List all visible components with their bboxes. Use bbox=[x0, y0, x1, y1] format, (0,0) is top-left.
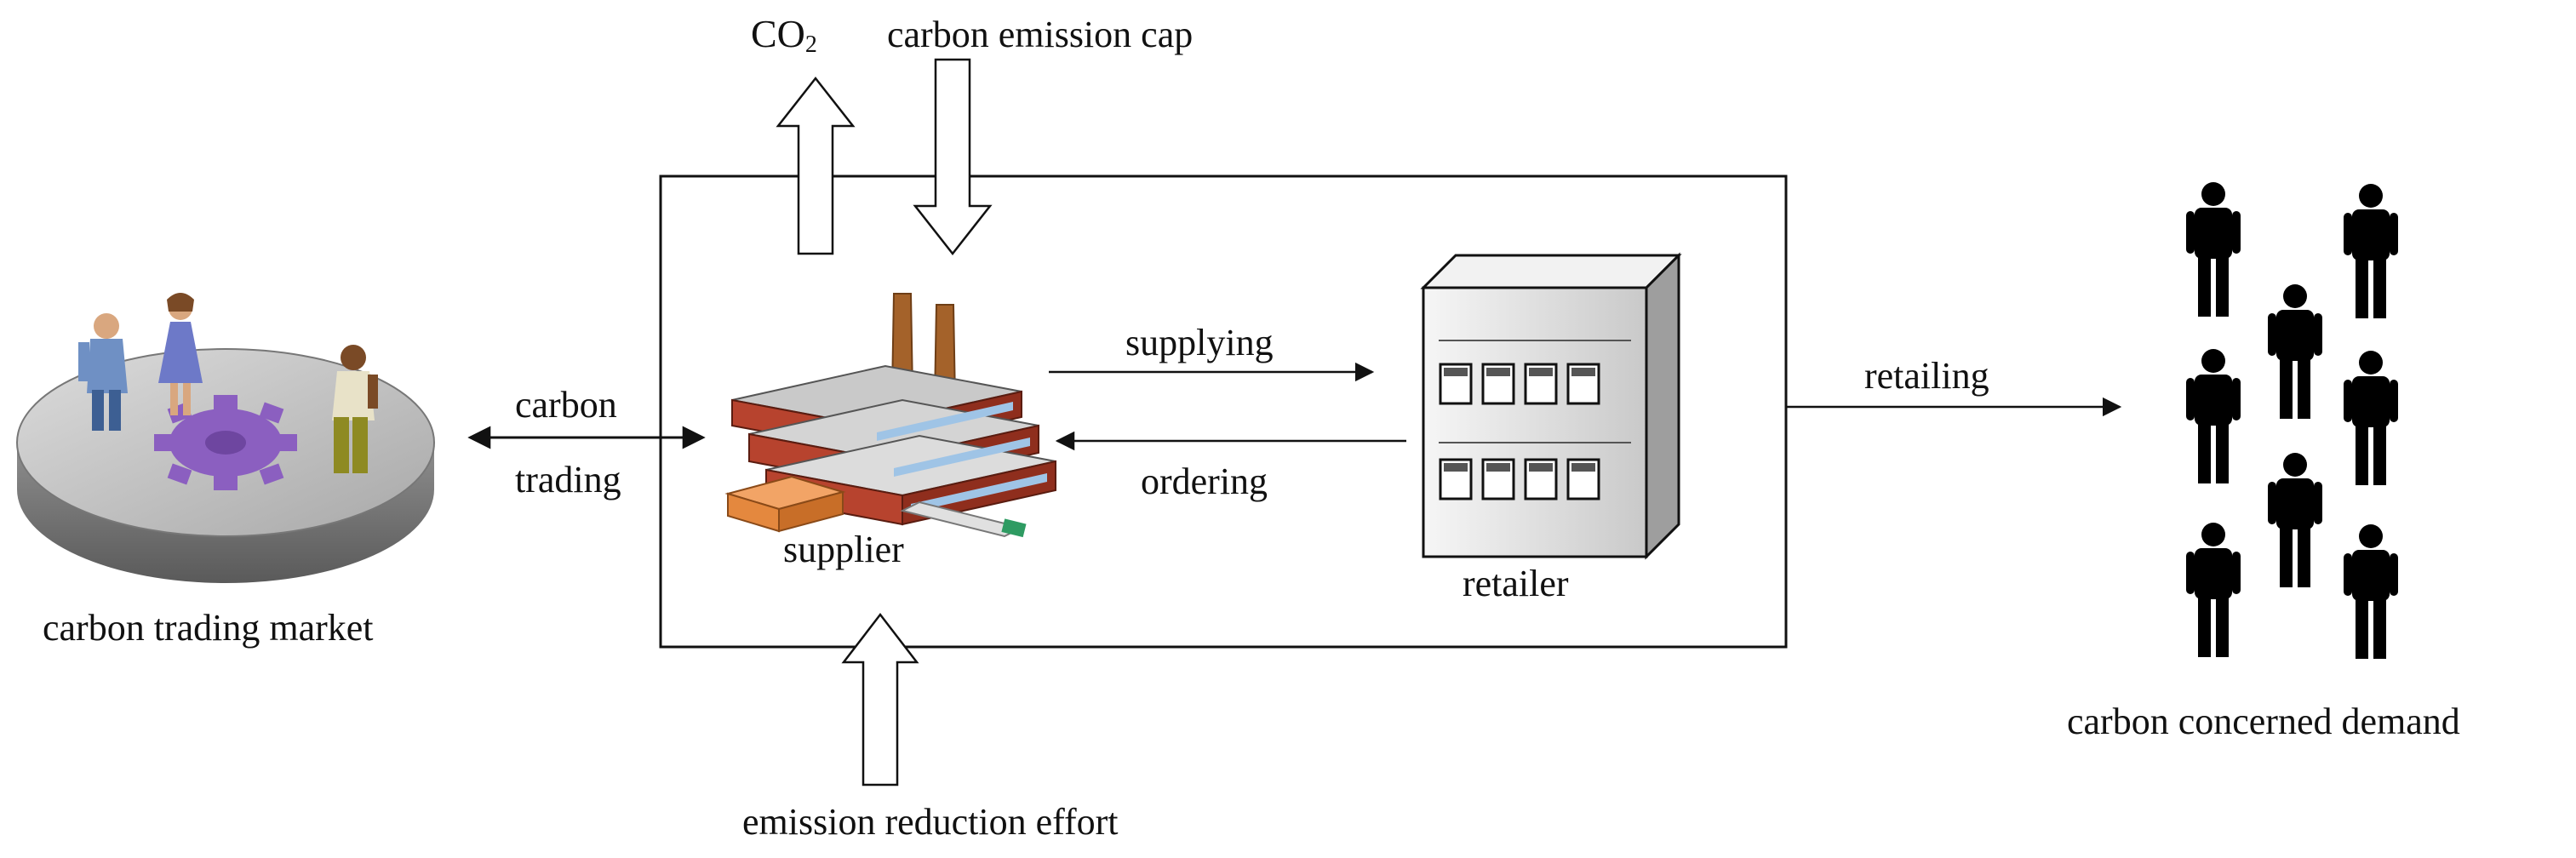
consumer-crowd-icon bbox=[2186, 182, 2398, 659]
person-icon bbox=[2344, 351, 2398, 485]
retailer-building-icon bbox=[1420, 252, 1682, 560]
supplier-label: supplier bbox=[783, 529, 904, 570]
carbon-label: carbon bbox=[515, 384, 617, 426]
ordering-label: ordering bbox=[1141, 460, 1268, 502]
person-icon bbox=[2186, 182, 2241, 317]
factory-icon bbox=[724, 293, 1056, 538]
trader-person-icon bbox=[332, 345, 378, 473]
carbon-concerned-demand-label: carbon concerned demand bbox=[2067, 701, 2460, 742]
emission-reduction-effort-label: emission reduction effort bbox=[742, 801, 1119, 843]
supplying-label: supplying bbox=[1125, 322, 1274, 363]
trader-person-icon bbox=[78, 313, 128, 431]
carbon-emission-cap-label: carbon emission cap bbox=[887, 14, 1193, 55]
person-icon bbox=[2344, 184, 2398, 318]
co2-label: CO2 bbox=[751, 12, 817, 58]
person-icon bbox=[2268, 284, 2322, 419]
emission-cap-down-arrow bbox=[913, 58, 993, 256]
retailing-label: retailing bbox=[1864, 355, 1989, 397]
carbon-trading-market-label: carbon trading market bbox=[43, 607, 374, 649]
supply-chain-box bbox=[659, 174, 1788, 649]
emission-reduction-up-arrow bbox=[841, 612, 919, 786]
trader-person-icon bbox=[158, 293, 203, 415]
person-icon bbox=[2186, 349, 2241, 483]
co2-up-arrow bbox=[776, 76, 856, 255]
carbon-market-platform-icon bbox=[16, 293, 435, 583]
retailer-label: retailer bbox=[1463, 563, 1569, 604]
person-icon bbox=[2186, 523, 2241, 657]
person-icon bbox=[2344, 524, 2398, 659]
trading-label: trading bbox=[515, 459, 621, 500]
person-icon bbox=[2268, 453, 2322, 587]
